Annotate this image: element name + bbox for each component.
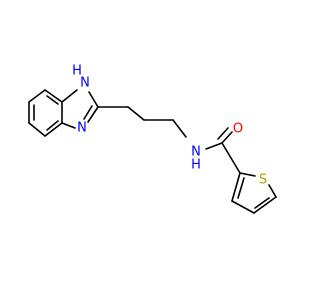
thiophene-sulfur-label: S <box>259 173 267 188</box>
bond-thiophene-c2-s <box>239 172 256 177</box>
bond-benzene-inner-2 <box>46 120 59 131</box>
bond-benzene-inner-3 <box>46 95 59 105</box>
atom-labels: H N N N H O S <box>72 64 267 188</box>
bond-thiophene-inner-1 <box>254 197 270 209</box>
benzimidazole-nh-hydrogen-label: H <box>72 64 82 79</box>
bond-thiophene-c4-c3 <box>231 200 255 214</box>
bond-layer <box>28 89 277 214</box>
bond-thiophene-c5-c4 <box>253 196 277 214</box>
bond-benzene-6 <box>44 89 63 103</box>
bond-benzene-4 <box>44 122 63 137</box>
bond-benzene-3 <box>28 122 46 137</box>
bond-carbonyl-thiophene <box>221 142 241 174</box>
molecule-structure-drawing: H N N N H O S <box>28 64 277 214</box>
bond-c2-n3 <box>87 106 99 123</box>
bond-chain-to-nh <box>172 119 187 138</box>
bond-c7a-n1 <box>61 89 78 103</box>
bond-carbonyl-o <box>221 131 233 144</box>
bond-chain-2 <box>127 106 145 121</box>
bond-thiophene-inner-2 <box>237 177 245 199</box>
benzimidazole-n3-label: N <box>77 121 87 136</box>
bond-thiophene-c3-c2 <box>231 172 241 202</box>
bond-n3-c3a <box>61 122 76 129</box>
amide-nitrogen-label: N <box>191 145 201 160</box>
bond-n1-c2 <box>88 91 99 108</box>
bond-carbonyl-o-double <box>217 127 229 140</box>
benzimidazole-n1-label: N <box>80 76 90 91</box>
carbonyl-oxygen-label: O <box>233 122 243 137</box>
bond-benzene-1 <box>28 89 46 103</box>
bond-thiophene-s-c5 <box>268 184 277 198</box>
amide-hydrogen-label: H <box>191 158 201 173</box>
bond-c2-n3-double <box>83 105 93 120</box>
bond-nh-carbonyl <box>205 142 223 150</box>
